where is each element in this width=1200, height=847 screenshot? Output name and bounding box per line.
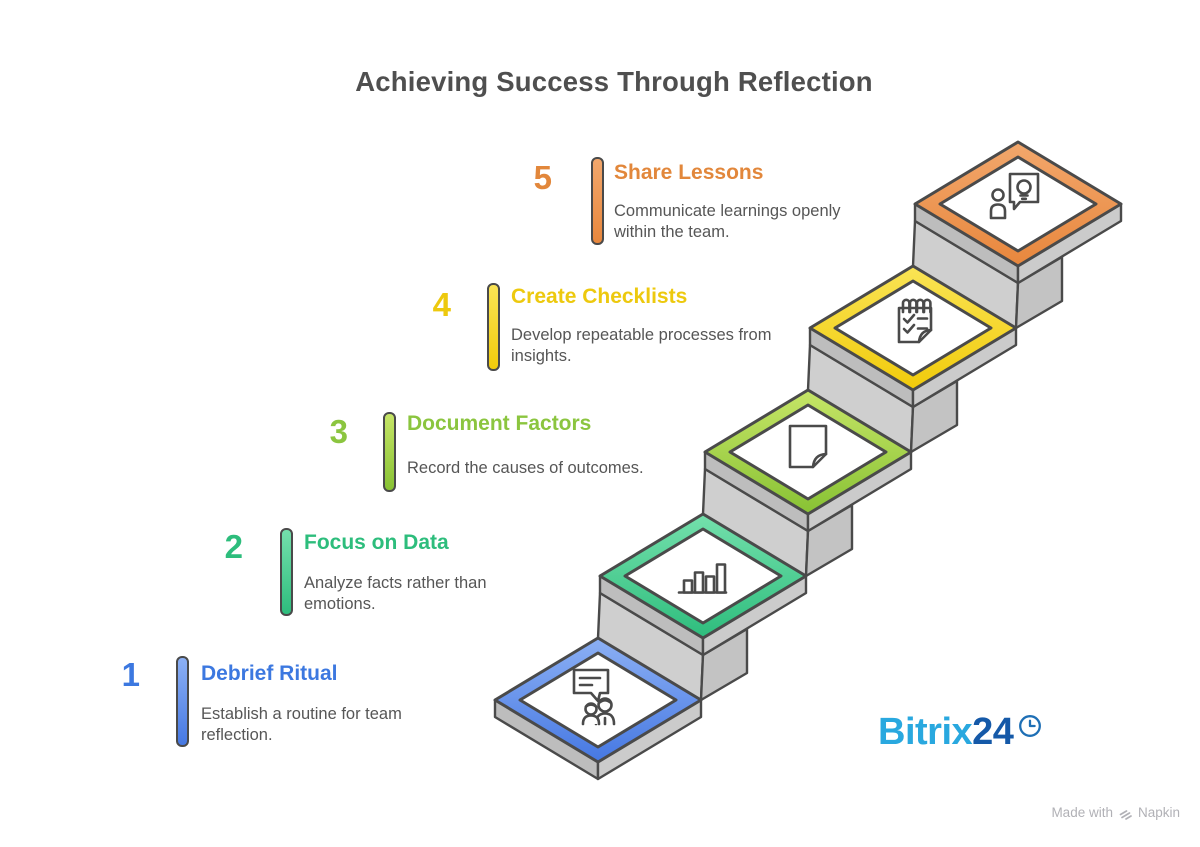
step-accent-bar-3 — [383, 412, 396, 492]
step-accent-bar-2 — [280, 528, 293, 616]
step-platform-2 — [598, 512, 808, 657]
bar-chart-icon — [677, 563, 728, 594]
step-number-4: 4 — [432, 286, 451, 323]
step-heading-1: Debrief Ritual — [201, 662, 338, 685]
step-platform-5 — [913, 140, 1123, 285]
clock-icon — [1019, 715, 1042, 737]
step-heading-3: Document Factors — [407, 412, 592, 435]
step-platform-4 — [808, 264, 1018, 409]
watermark-prefix: Made with — [1051, 805, 1113, 820]
step-description-1: Establish a routine for team reflection. — [201, 705, 402, 744]
watermark-brand: Napkin — [1137, 805, 1180, 820]
step-number-1: 1 — [121, 656, 140, 693]
page-title: Achieving Success Through Reflection — [355, 66, 873, 97]
chat-discussion-icon — [572, 668, 616, 726]
napkin-icon — [1119, 810, 1132, 820]
lightbulb-speech-icon — [989, 172, 1040, 220]
step-heading-2: Focus on Data — [304, 531, 449, 554]
step-description-4: Develop repeatable processes from insigh… — [511, 326, 772, 365]
step-accent-bar-1 — [176, 656, 189, 747]
step-number-2: 2 — [224, 528, 243, 565]
step-number-5: 5 — [533, 159, 552, 196]
step-heading-5: Share Lessons — [614, 161, 764, 184]
step-description-5: Communicate learnings openly within the … — [614, 202, 841, 241]
logo-text-part2: 24 — [972, 711, 1014, 753]
step-description-3: Record the causes of outcomes. — [407, 459, 644, 477]
napkin-watermark: Made with Napkin — [1051, 805, 1180, 820]
bitrix24-logo: Bitrix24 — [878, 711, 1042, 754]
checklist-icon — [897, 298, 933, 344]
step-platform-1 — [493, 636, 703, 781]
step-description-2: Analyze facts rather than emotions. — [304, 574, 487, 613]
step-accent-bar-5 — [591, 157, 604, 245]
step-number-3: 3 — [329, 413, 348, 450]
step-platform-3 — [703, 388, 913, 533]
document-icon — [788, 424, 828, 469]
step-accent-bar-4 — [487, 283, 500, 371]
step-heading-4: Create Checklists — [511, 285, 688, 308]
logo-text-part1: Bitrix — [878, 711, 973, 753]
